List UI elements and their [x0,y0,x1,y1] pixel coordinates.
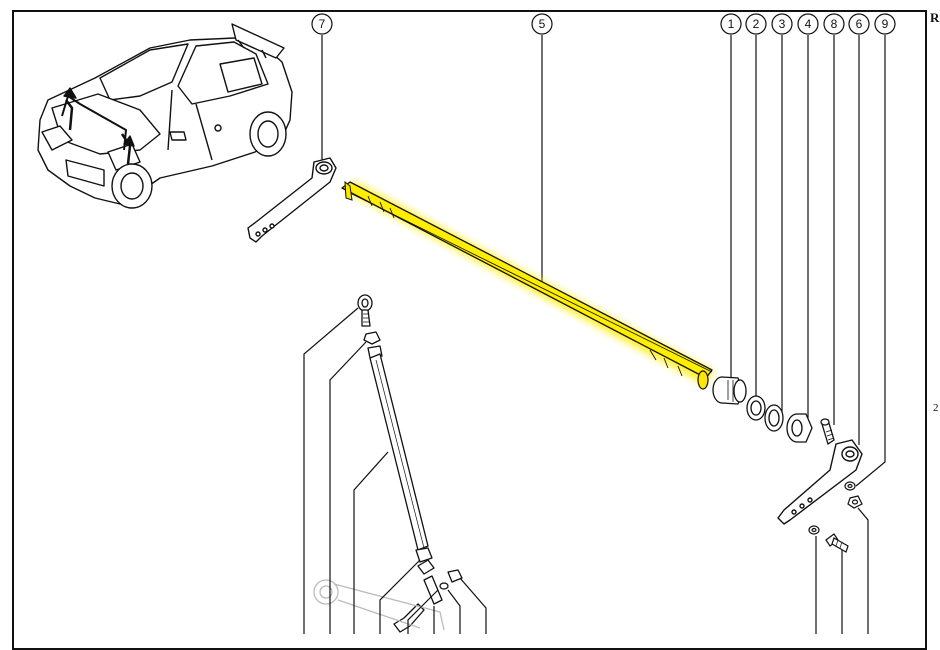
callout-7: 7 [311,13,333,35]
part-2-washer [746,395,766,421]
part-9-washer [844,481,856,491]
callout-label: 9 [882,17,889,31]
edge-letter: R [930,10,940,25]
callout-label: 8 [831,17,838,31]
callout-label: 3 [779,17,786,31]
part-8-bolt [820,418,835,446]
part-5-shaft [341,180,714,390]
diagram-svg: 7 5 1 2 3 4 8 6 9 [37,13,896,634]
callout-8: 8 [823,13,845,35]
link-rod-assembly [313,294,463,633]
car-illustration [37,23,293,209]
callout-label: 5 [539,17,546,31]
part-4-bushing [786,413,813,443]
callout-label: 6 [856,17,863,31]
callout-label: 7 [319,17,326,31]
callout-2: 2 [745,13,767,35]
edge-number: 2 [933,402,939,414]
callout-label: 2 [753,17,760,31]
part-6-lever [777,439,863,525]
part-7-lever [247,157,337,243]
bolt-right [825,533,849,553]
callout-leaders [321,35,886,487]
washer-small-right [808,525,820,535]
part-1-bushing [712,376,747,405]
callout-9: 9 [874,13,896,35]
callout-4: 4 [797,13,819,35]
callout-1: 1 [720,13,742,35]
right-leaders [815,507,869,634]
callout-5: 5 [531,13,553,35]
lower-leaders [303,307,487,634]
part-3-washer [764,404,784,432]
callout-label: 4 [805,17,812,31]
nut-right [847,495,863,509]
callout-6: 6 [848,13,870,35]
callout-label: 1 [728,17,735,31]
callout-3: 3 [771,13,793,35]
callout-group: 7 5 1 2 3 4 8 6 9 [311,13,896,35]
parts-diagram: R 2 [12,10,940,650]
